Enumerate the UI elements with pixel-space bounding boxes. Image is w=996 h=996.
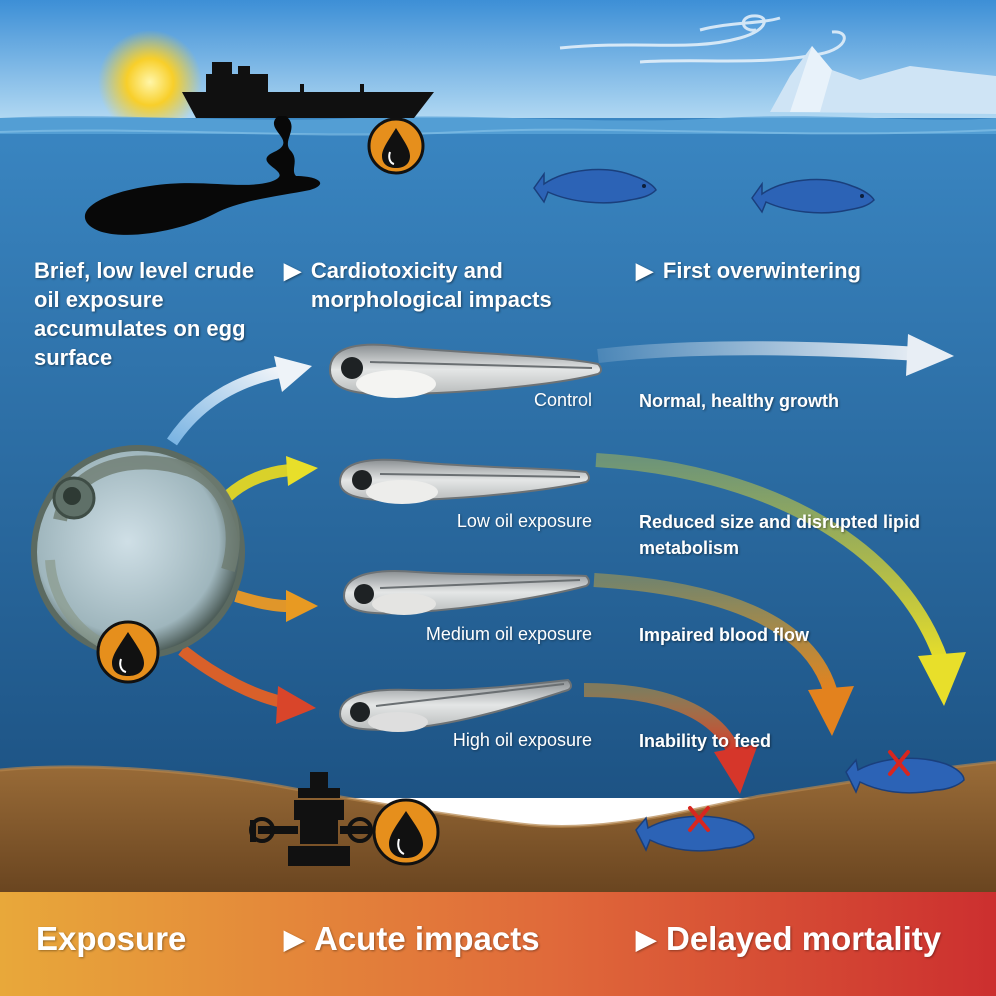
wind-icon <box>559 14 846 64</box>
wellhead-icon <box>249 772 373 866</box>
mortality-x-icon <box>688 806 710 832</box>
iceberg-icon <box>770 46 996 114</box>
arrow-marker: ▶ <box>284 258 301 283</box>
larva-label-high: High oil exposure <box>452 730 592 750</box>
high-arrow-head <box>714 744 758 794</box>
control-arrow <box>597 341 921 363</box>
larva-label-medium: Medium oil exposure <box>425 624 592 644</box>
low-arrow-head <box>918 652 966 706</box>
footer-exposure: Exposure <box>36 920 187 957</box>
outcome-high: Inability to feed <box>639 731 772 751</box>
larva-low <box>338 458 590 504</box>
larva-high <box>338 678 572 732</box>
seabed <box>0 762 996 892</box>
sun-icon <box>98 30 202 134</box>
fish-icon <box>635 815 755 852</box>
oil-drop-icon <box>372 798 440 866</box>
oil-drop-icon <box>367 117 425 175</box>
footer-delayed-text: Delayed mortality <box>666 920 942 957</box>
oil-drop-icon <box>96 620 160 684</box>
arrow-marker: ▶ <box>636 258 653 283</box>
medium-arrow-head <box>808 686 854 736</box>
overwinter-text: First overwintering <box>662 258 861 283</box>
larva-label-low: Low oil exposure <box>456 511 592 531</box>
outcome-low: Reduced size and disrupted lipid metabol… <box>639 512 921 558</box>
exposure-description: Brief, low level crude oil exposure accu… <box>34 258 255 370</box>
footer-delayed: ▶ Delayed mortality <box>636 920 941 958</box>
cardio-heading: ▶ Cardiotoxicity and morphological impac… <box>284 256 624 314</box>
ship-icon <box>182 62 434 118</box>
outcome-medium: Impaired blood flow <box>639 625 809 645</box>
outcome-arrows <box>583 334 966 794</box>
larva-control <box>328 343 602 398</box>
outcome-control: Normal, healthy growth <box>639 391 840 411</box>
low-arrow <box>595 453 949 665</box>
arrow-marker: ▶ <box>636 923 656 954</box>
fish-icon <box>751 178 875 214</box>
arrow-marker: ▶ <box>284 923 304 954</box>
footer-acute-text: Acute impacts <box>314 920 540 957</box>
larva-label-control: Control <box>533 390 592 410</box>
high-arrow <box>583 683 741 756</box>
cardio-text: Cardiotoxicity and morphological impacts <box>310 258 552 312</box>
footer-acute: ▶ Acute impacts <box>284 920 540 958</box>
oil-slick <box>84 116 321 235</box>
larva-medium <box>342 570 590 615</box>
footer-band <box>0 892 996 996</box>
overwinter-heading: ▶ First overwintering <box>636 256 976 285</box>
fish-icon <box>533 168 657 204</box>
mortality-x-icon <box>888 750 910 776</box>
exposure-arrows <box>167 356 318 724</box>
medium-arrow <box>593 573 837 693</box>
control-arrow-head <box>906 334 954 376</box>
